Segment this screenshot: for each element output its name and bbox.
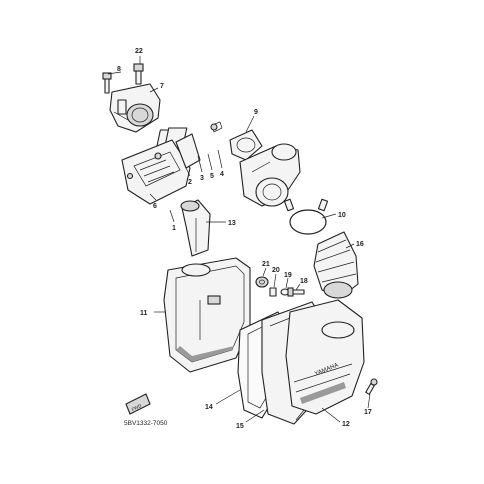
callout-15: 15 — [236, 423, 244, 430]
bolt-18 — [287, 287, 305, 297]
intake-duct-13 — [180, 199, 211, 257]
screw-8 — [102, 72, 112, 94]
carburetor-body — [239, 143, 301, 207]
reed-valve-assembly — [121, 133, 201, 205]
screw-17 — [365, 378, 378, 395]
callout-5: 5 — [210, 173, 214, 180]
callout-18: 18 — [300, 278, 308, 285]
callout-3: 3 — [200, 175, 204, 182]
callout-labels: 22 8 7 9 4 5 3 2 6 1 13 10 16 21 20 19 1… — [117, 48, 372, 430]
callout-6: 6 — [153, 203, 157, 210]
leader-lines — [107, 56, 371, 423]
callout-13: 13 — [228, 220, 236, 227]
air-cleaner-cover-12: YAMAHA — [285, 299, 365, 415]
callout-20: 20 — [272, 267, 280, 274]
callout-12: 12 — [342, 421, 350, 428]
callout-4: 4 — [220, 171, 224, 178]
part-code: 5BV1332-7050 — [124, 420, 168, 427]
fwd-label: FWD — [131, 403, 143, 412]
callout-8: 8 — [117, 66, 121, 73]
grommet-21 — [255, 276, 269, 288]
callout-7: 7 — [160, 83, 164, 90]
callout-2: 2 — [188, 179, 192, 186]
hose-clamp-10 — [283, 198, 329, 235]
collar-20 — [269, 287, 277, 297]
air-cleaner-case-11 — [163, 257, 251, 373]
fwd-indicator: FWD — [125, 393, 151, 415]
carburetor-joint-9 — [229, 129, 263, 161]
callout-14: 14 — [205, 404, 213, 411]
callout-22: 22 — [135, 48, 143, 55]
callout-17: 17 — [364, 409, 372, 416]
callout-9: 9 — [254, 109, 258, 116]
intake-boot-16 — [313, 231, 359, 299]
screw-22 — [133, 63, 144, 85]
callout-1: 1 — [172, 225, 176, 232]
callout-19: 19 — [284, 272, 292, 279]
callout-11: 11 — [140, 310, 148, 317]
callout-16: 16 — [356, 241, 364, 248]
callout-21: 21 — [262, 261, 270, 268]
intake-housing-7 — [109, 83, 161, 133]
callout-10: 10 — [338, 212, 346, 219]
